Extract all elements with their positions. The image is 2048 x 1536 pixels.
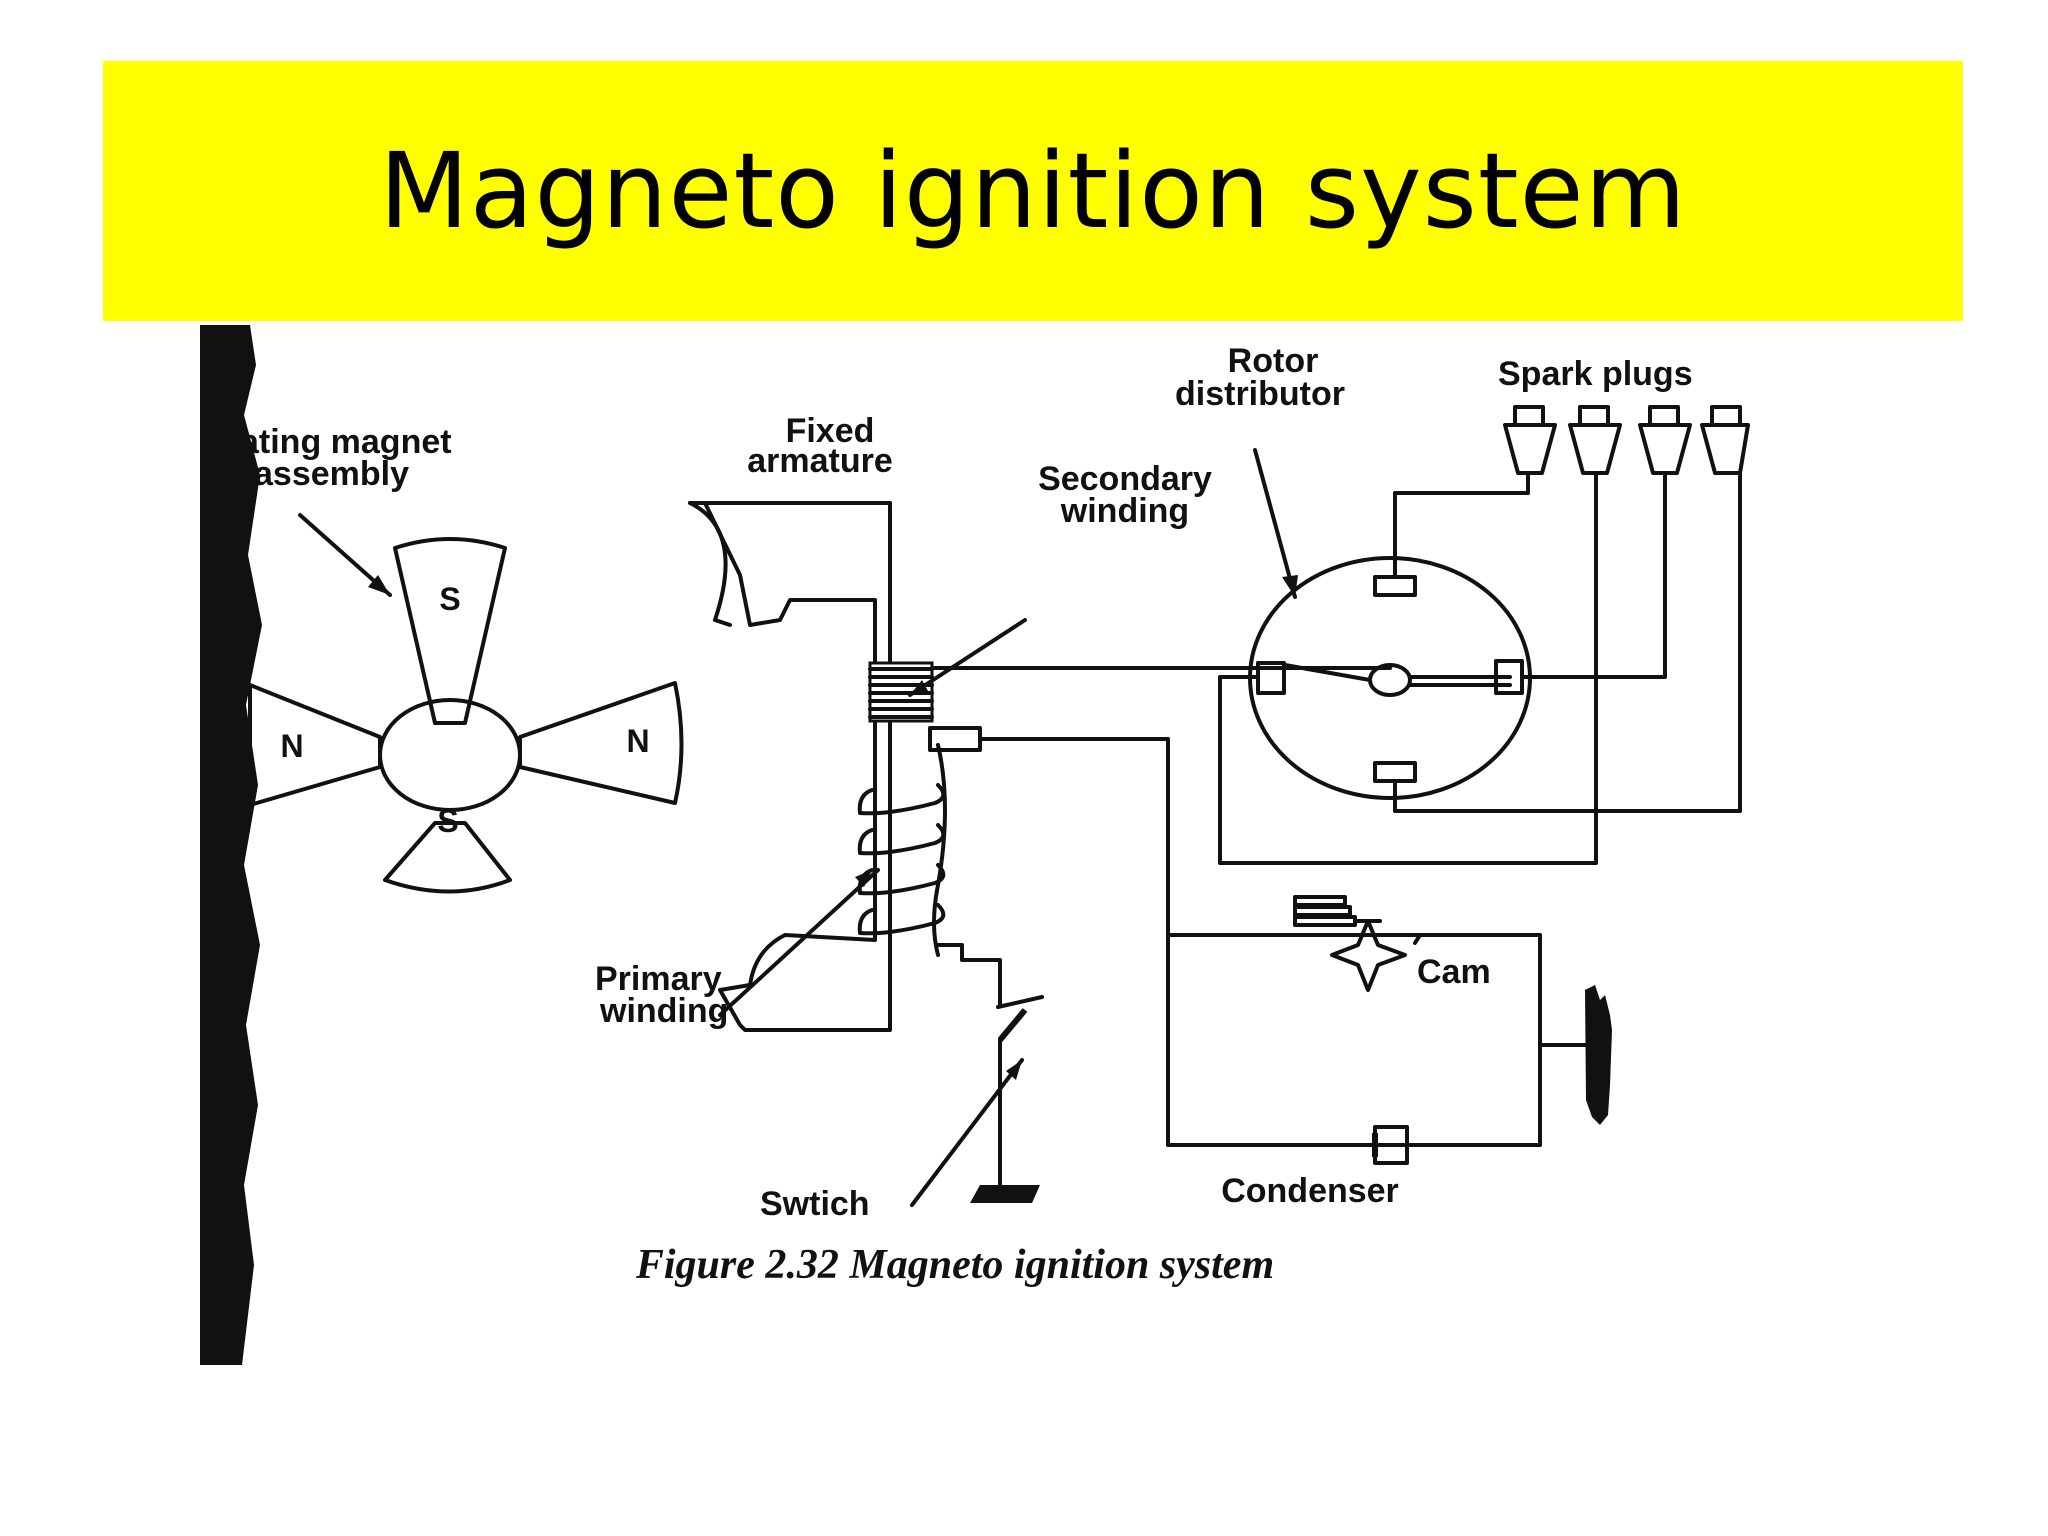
pole-label-left: N <box>280 728 303 764</box>
diagram-svg: S S N N ating magnet assembly <box>200 325 1750 1365</box>
condenser-label: Condenser <box>1221 1172 1399 1210</box>
figure-caption: Figure 2.32 Magneto ignition system <box>635 1242 1274 1288</box>
cam-label: Cam <box>1417 953 1491 991</box>
rotor-arrow <box>1253 448 1297 599</box>
primary-winding-coil <box>857 743 947 957</box>
rotor-distributor-label-1: Rotor <box>1228 342 1319 380</box>
secondary-winding-coil <box>868 661 934 723</box>
spark-plug-1 <box>1503 405 1557 475</box>
scan-edge <box>200 325 262 1365</box>
secondary-winding-label-1: Secondary <box>1038 460 1212 498</box>
title-banner: Magneto ignition system <box>103 61 1963 321</box>
rotating-magnet-label-2: assembly <box>254 455 409 493</box>
spark-plugs-label: Spark plugs <box>1498 355 1693 393</box>
secondary-winding-label-2: winding <box>1060 492 1189 530</box>
distributor-contact-top <box>1373 575 1417 597</box>
fixed-armature-label-2: armature <box>747 442 893 480</box>
magnet-hub <box>378 698 522 812</box>
pole-label-top: S <box>439 581 460 617</box>
rotor-distributor-label-2: distributor <box>1175 375 1345 413</box>
spark-plug-3 <box>1638 405 1692 475</box>
flywheel-plate <box>1538 985 1612 1125</box>
switch-blade <box>997 1008 1028 1042</box>
pole-label-right: N <box>626 723 649 759</box>
spark-plugs <box>1503 405 1750 475</box>
magneto-diagram: S S N N ating magnet assembly <box>200 325 1760 1365</box>
rotating-magnet-label-1: ating magnet <box>240 423 452 461</box>
primary-winding-label-2: winding <box>599 992 728 1030</box>
rotor-distributor <box>1248 448 1532 800</box>
switch-label: Swtich <box>760 1185 870 1223</box>
slide-title: Magneto ignition system <box>379 130 1687 252</box>
rotating-magnet-assembly: S S N N <box>248 513 684 894</box>
ground-symbol <box>970 1185 1040 1203</box>
circuit-wiring <box>718 471 1742 1207</box>
distributor-contact-bottom <box>1373 761 1417 783</box>
condenser <box>1372 1125 1409 1165</box>
primary-winding-label-1: Primary <box>595 960 722 998</box>
magnet-pole-bottom <box>383 821 512 894</box>
magnet-pole-left <box>248 683 382 807</box>
fixed-armature-label-1: Fixed <box>786 412 875 450</box>
spark-plug-2 <box>1568 405 1622 475</box>
spark-plug-4 <box>1700 405 1750 475</box>
magnet-pole-right <box>518 681 684 805</box>
fixed-armature <box>688 501 892 1032</box>
magnet-pole-top <box>393 537 507 725</box>
cam <box>1293 895 1422 992</box>
pole-label-bottom: S <box>437 803 458 839</box>
